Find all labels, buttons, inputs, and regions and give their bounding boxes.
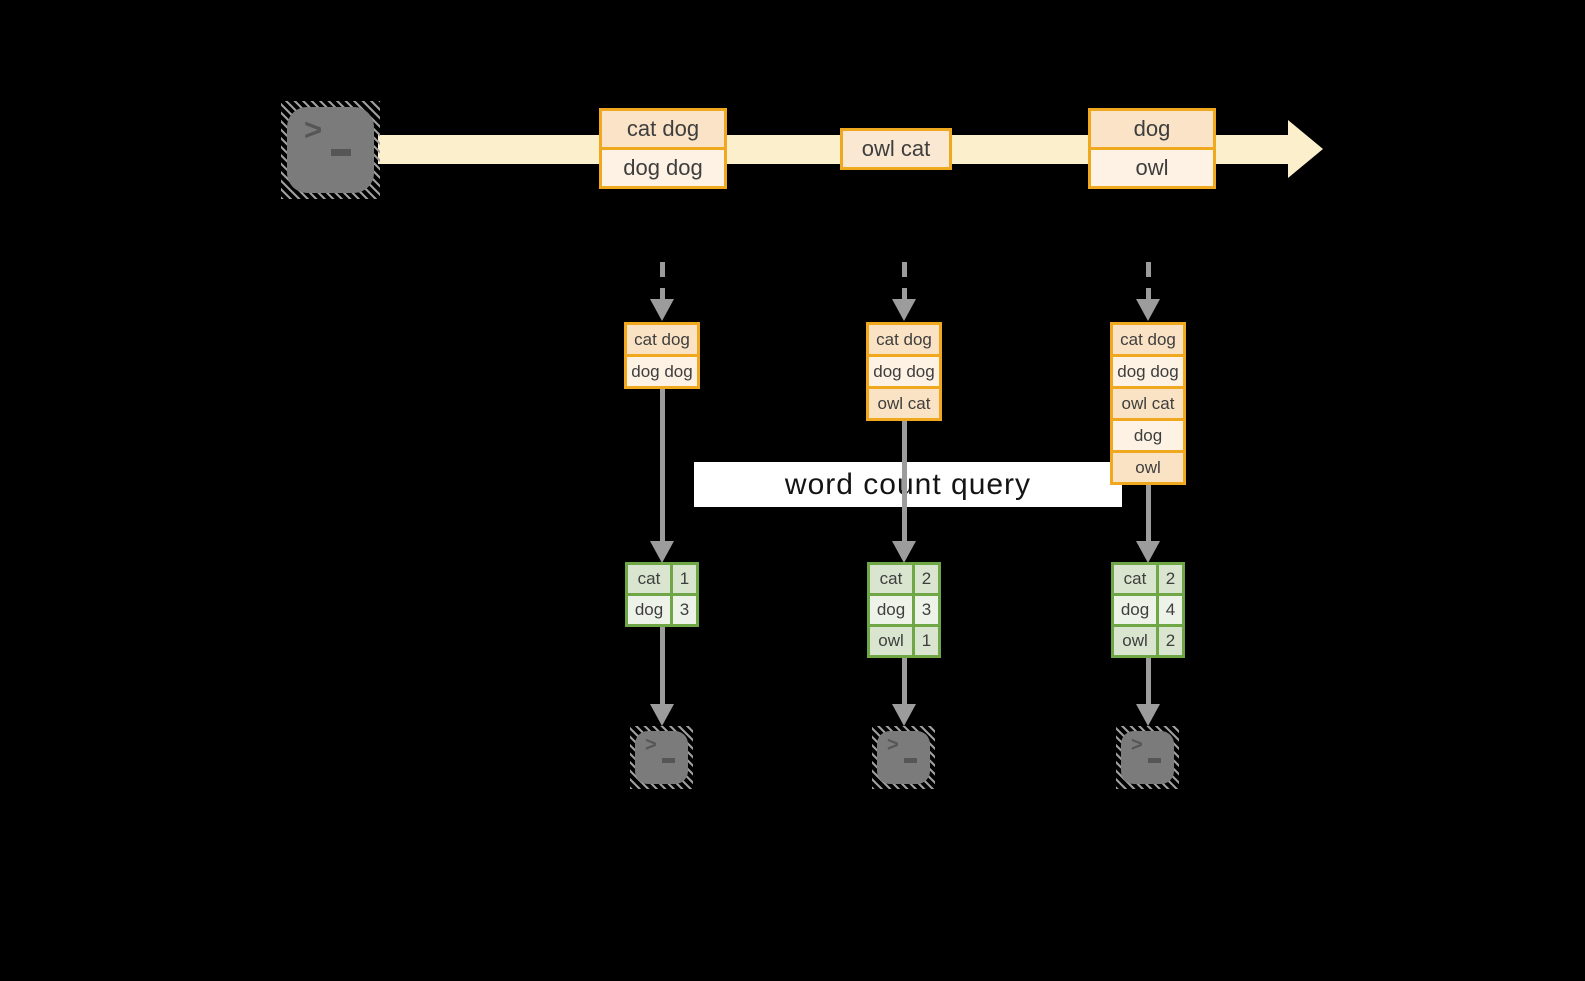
flow-arrow-line	[1146, 658, 1151, 704]
flow-arrow-line	[902, 421, 907, 541]
prompt-chevron-icon: >	[887, 734, 899, 756]
prompt-underscore-icon	[662, 758, 675, 763]
buffer-item: cat dog	[1113, 325, 1183, 354]
message-line: owl cat	[843, 131, 949, 167]
message-line: dog dog	[602, 147, 724, 186]
stream-message-2: owl cat	[840, 128, 952, 170]
count-cell: 1	[912, 627, 938, 655]
buffer-item: owl	[1113, 450, 1183, 482]
word-cell: dog	[1114, 596, 1156, 624]
word-cell: owl	[1114, 627, 1156, 655]
count-row: cat 2	[870, 565, 938, 593]
buffer-item: owl cat	[1113, 386, 1183, 418]
dashed-arrow	[1146, 262, 1151, 300]
count-cell: 2	[912, 565, 938, 593]
query-banner: word count query	[694, 462, 1122, 507]
stream-message-3: dog owl	[1088, 108, 1216, 189]
source-terminal-icon: >	[281, 101, 380, 199]
prompt-chevron-icon: >	[1131, 734, 1143, 756]
count-cell: 2	[1156, 627, 1182, 655]
count-row: cat 1	[628, 565, 696, 593]
word-cell: owl	[870, 627, 912, 655]
count-table-3: cat 2 dog 4 owl 2	[1111, 562, 1185, 658]
count-table-2: cat 2 dog 3 owl 1	[867, 562, 941, 658]
word-cell: cat	[870, 565, 912, 593]
buffer-stack-3: cat dog dog dog owl cat dog owl	[1110, 322, 1186, 485]
flow-arrowhead-icon	[892, 704, 916, 726]
buffer-item: cat dog	[627, 325, 697, 354]
count-row: owl 1	[870, 624, 938, 655]
message-line: owl	[1091, 147, 1213, 186]
word-cell: cat	[1114, 565, 1156, 593]
stream-message-1: cat dog dog dog	[599, 108, 727, 189]
dashed-arrowhead-icon	[1136, 299, 1160, 321]
buffer-item: cat dog	[869, 325, 939, 354]
buffer-stack-1: cat dog dog dog	[624, 322, 700, 389]
message-line: dog	[1091, 111, 1213, 147]
dashed-arrow	[902, 262, 907, 300]
flow-arrow-line	[660, 627, 665, 704]
dashed-arrow	[660, 262, 665, 300]
prompt-chevron-icon: >	[304, 112, 323, 147]
count-row: dog 3	[628, 593, 696, 624]
terminal-screen: >	[287, 107, 374, 193]
dashed-arrowhead-icon	[650, 299, 674, 321]
buffer-item: dog dog	[1113, 354, 1183, 386]
count-cell: 3	[912, 596, 938, 624]
flow-arrowhead-icon	[1136, 704, 1160, 726]
flow-arrowhead-icon	[650, 541, 674, 563]
flow-arrow-line	[1146, 485, 1151, 541]
buffer-item: dog dog	[627, 354, 697, 386]
flow-arrow-line	[660, 389, 665, 541]
word-cell: dog	[628, 596, 670, 624]
count-table-1: cat 1 dog 3	[625, 562, 699, 627]
message-line: cat dog	[602, 111, 724, 147]
count-cell: 2	[1156, 565, 1182, 593]
flow-arrow-line	[902, 658, 907, 704]
count-row: dog 3	[870, 593, 938, 624]
count-cell: 3	[670, 596, 696, 624]
count-row: owl 2	[1114, 624, 1182, 655]
prompt-chevron-icon: >	[645, 734, 657, 756]
prompt-underscore-icon	[1148, 758, 1161, 763]
word-cell: cat	[628, 565, 670, 593]
flow-arrowhead-icon	[892, 541, 916, 563]
buffer-item: dog dog	[869, 354, 939, 386]
terminal-screen: >	[877, 731, 930, 784]
sink-terminal-icon: >	[1116, 726, 1179, 789]
sink-terminal-icon: >	[630, 726, 693, 789]
count-cell: 4	[1156, 596, 1182, 624]
count-row: dog 4	[1114, 593, 1182, 624]
sink-terminal-icon: >	[872, 726, 935, 789]
dashed-arrowhead-icon	[892, 299, 916, 321]
flow-arrowhead-icon	[1136, 541, 1160, 563]
count-row: cat 2	[1114, 565, 1182, 593]
stream-arrowhead-icon	[1288, 120, 1323, 178]
buffer-stack-2: cat dog dog dog owl cat	[866, 322, 942, 421]
flow-arrowhead-icon	[650, 704, 674, 726]
terminal-screen: >	[635, 731, 688, 784]
prompt-underscore-icon	[331, 149, 351, 156]
buffer-item: owl cat	[869, 386, 939, 418]
terminal-screen: >	[1121, 731, 1174, 784]
count-cell: 1	[670, 565, 696, 593]
buffer-item: dog	[1113, 418, 1183, 450]
prompt-underscore-icon	[904, 758, 917, 763]
word-cell: dog	[870, 596, 912, 624]
